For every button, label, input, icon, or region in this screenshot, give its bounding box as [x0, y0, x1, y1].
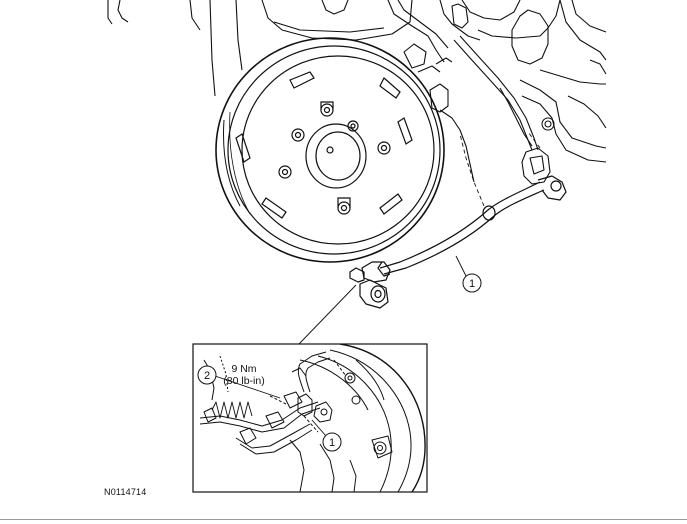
drum-slot — [235, 133, 251, 163]
callout-label: 1 — [469, 278, 475, 290]
torque-spec-lbin: (80 lb-in) — [223, 375, 264, 387]
wheel-stud — [320, 101, 334, 117]
callout-1-detail: 1 — [311, 419, 342, 452]
detail-leader-line — [298, 284, 357, 345]
drum-slot — [379, 193, 403, 215]
torque-spec-nm: 9 Nm — [231, 363, 256, 375]
wheel-stud — [278, 165, 292, 179]
drum-slot — [379, 77, 401, 99]
page-divider — [0, 519, 687, 520]
callout-1-main: 1 — [455, 255, 482, 293]
brake-hose — [349, 131, 567, 309]
callout-label: 2 — [204, 370, 210, 382]
drum-slot — [261, 197, 287, 219]
callout-label: 1 — [329, 437, 335, 449]
detail-view: 2 9 Nm (80 lb-in) 1 — [192, 343, 428, 493]
wheel-stud — [291, 128, 305, 142]
wheel-stud — [347, 120, 359, 132]
wheel-stud — [377, 141, 391, 155]
drum-slot — [397, 117, 413, 145]
wheel-stud — [337, 197, 351, 215]
drum-slot — [289, 71, 315, 89]
suspension-structure — [107, 0, 607, 185]
brake-drum — [215, 37, 445, 263]
figure-id: N0114714 — [104, 487, 147, 497]
callout-2-detail: 2 — [197, 365, 281, 399]
